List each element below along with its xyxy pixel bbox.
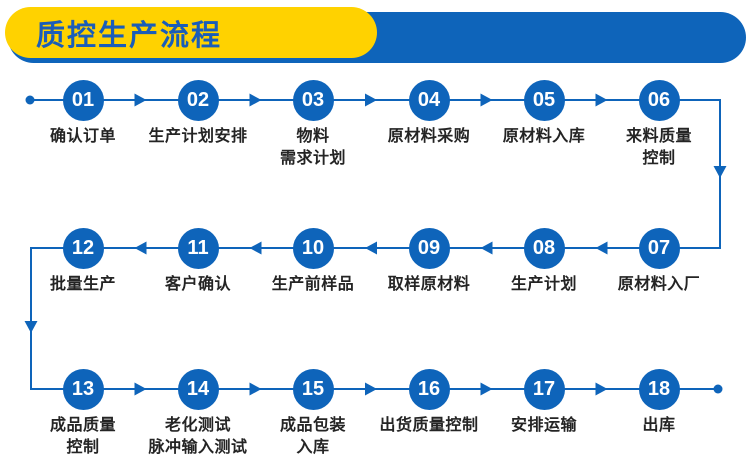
flow-step: 02 生产计划安排 bbox=[128, 79, 268, 148]
step-label: 成品质量 控制 bbox=[49, 416, 116, 456]
step-number: 04 bbox=[417, 88, 441, 111]
flow-step: 10 生产前样品 bbox=[243, 227, 383, 296]
step-label: 安排运输 bbox=[510, 416, 577, 434]
header-title-pill bbox=[5, 7, 377, 58]
step-number: 08 bbox=[532, 236, 556, 259]
step-number: 05 bbox=[532, 88, 556, 111]
step-label: 成品包装 入库 bbox=[279, 416, 346, 456]
flow-step: 11 客户确认 bbox=[128, 227, 268, 296]
step-label: 取样原材料 bbox=[387, 275, 471, 293]
step-label: 原材料入厂 bbox=[617, 275, 701, 293]
step-number-badge: 10 bbox=[292, 227, 334, 269]
step-number: 15 bbox=[301, 377, 325, 400]
step-number-badge: 11 bbox=[177, 227, 219, 269]
flow-step: 08 生产计划 bbox=[474, 227, 614, 296]
flow-step: 01 确认订单 bbox=[13, 79, 153, 148]
step-number: 09 bbox=[417, 236, 441, 259]
flow-step: 03 物料 需求计划 bbox=[243, 79, 383, 170]
step-number-badge: 12 bbox=[62, 227, 104, 269]
flow-step: 14 老化测试 脉冲输入测试 bbox=[128, 368, 268, 459]
step-number-badge: 17 bbox=[523, 368, 565, 410]
step-number-badge: 08 bbox=[523, 227, 565, 269]
step-label: 生产计划安排 bbox=[148, 127, 248, 145]
step-label: 老化测试 脉冲输入测试 bbox=[148, 416, 248, 456]
flow-step: 04 原材料采购 bbox=[359, 79, 499, 148]
step-number: 06 bbox=[647, 88, 671, 111]
flow-step: 12 批量生产 bbox=[13, 227, 153, 296]
flow-step: 15 成品包装 入库 bbox=[243, 368, 383, 459]
step-label: 批量生产 bbox=[49, 275, 116, 293]
step-number: 16 bbox=[417, 377, 441, 400]
step-number-badge: 07 bbox=[638, 227, 680, 269]
step-number-badge: 13 bbox=[62, 368, 104, 410]
flow-step: 05 原材料入库 bbox=[474, 79, 614, 148]
step-number-badge: 16 bbox=[408, 368, 450, 410]
flow-step: 18 出库 bbox=[589, 368, 729, 437]
step-label: 来料质量 控制 bbox=[625, 127, 692, 167]
step-label: 生产计划 bbox=[510, 275, 577, 293]
step-number: 14 bbox=[186, 377, 210, 400]
step-number: 13 bbox=[71, 377, 95, 400]
step-number: 12 bbox=[71, 236, 95, 259]
step-label: 原材料采购 bbox=[387, 127, 471, 145]
page-title: 质控生产流程 bbox=[36, 19, 223, 52]
step-number-badge: 09 bbox=[408, 227, 450, 269]
step-number-badge: 04 bbox=[408, 79, 450, 121]
step-label: 物料 需求计划 bbox=[279, 127, 346, 167]
step-number-badge: 14 bbox=[177, 368, 219, 410]
step-number: 17 bbox=[532, 377, 556, 400]
step-number-badge: 15 bbox=[292, 368, 334, 410]
flow-step: 17 安排运输 bbox=[474, 368, 614, 437]
flow-step: 06 来料质量 控制 bbox=[589, 79, 729, 170]
step-number-badge: 18 bbox=[638, 368, 680, 410]
flow-step: 07 原材料入厂 bbox=[589, 227, 729, 296]
step-number: 11 bbox=[187, 236, 209, 259]
step-number-badge: 01 bbox=[62, 79, 104, 121]
step-number: 10 bbox=[301, 236, 325, 259]
step-label: 出货质量控制 bbox=[379, 416, 479, 434]
step-number-badge: 02 bbox=[177, 79, 219, 121]
step-label: 客户确认 bbox=[164, 275, 231, 293]
step-number: 03 bbox=[301, 88, 325, 111]
step-number-badge: 06 bbox=[638, 79, 680, 121]
step-label: 出库 bbox=[642, 416, 676, 434]
step-label: 原材料入库 bbox=[502, 127, 586, 145]
flow-step: 09 取样原材料 bbox=[359, 227, 499, 296]
step-number: 18 bbox=[647, 377, 671, 400]
flow-step: 16 出货质量控制 bbox=[359, 368, 499, 437]
step-number: 07 bbox=[647, 236, 671, 259]
step-label: 确认订单 bbox=[49, 127, 116, 145]
step-number-badge: 05 bbox=[523, 79, 565, 121]
step-number-badge: 03 bbox=[292, 79, 334, 121]
flow-step: 13 成品质量 控制 bbox=[13, 368, 153, 459]
step-label: 生产前样品 bbox=[271, 275, 355, 293]
step-number: 02 bbox=[186, 88, 210, 111]
step-number: 01 bbox=[71, 88, 95, 111]
